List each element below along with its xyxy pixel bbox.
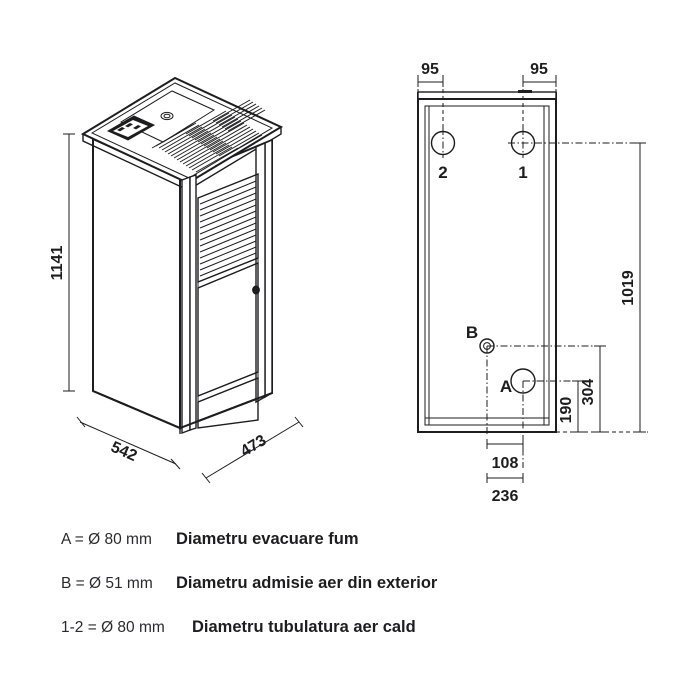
dimension-95-right: 95 (522, 61, 557, 131)
isometric-stove-view: 1141 542 473 (49, 76, 304, 484)
dim-542-tick-end (170, 458, 181, 470)
dim-95-right-label: 95 (530, 61, 548, 78)
dimension-108: 108 (486, 439, 524, 472)
door-frame-left-pillar (181, 175, 191, 435)
legend-row-1-2: 1-2 = Ø 80 mm Diametru tubulatura aer ca… (61, 618, 416, 636)
legend-code-b: B = Ø 51 mm (61, 575, 153, 592)
control-panel-display (113, 120, 148, 137)
port-a-label: A (500, 377, 512, 396)
stove-left-face (92, 137, 181, 430)
legend-row-a: A = Ø 80 mm Diametru evacuare fum (61, 530, 359, 548)
rear-top-plate (417, 91, 557, 100)
top-grille-frame (151, 123, 239, 173)
dimension-95-left: 95 (417, 61, 444, 131)
legend-desc-a: Diametru evacuare fum (176, 530, 359, 548)
dim-95-left-label: 95 (421, 61, 439, 78)
dim-236-label: 236 (492, 488, 519, 505)
dim-108-label: 108 (492, 455, 519, 472)
dimension-190: 190 (558, 380, 584, 433)
rear-elevation-view: 2 1 B A (417, 61, 648, 505)
dim-190-label: 190 (558, 397, 575, 424)
port-b-label: B (466, 323, 478, 342)
rear-top-tab (518, 90, 532, 93)
door-frame-right-pillar (264, 138, 273, 399)
legend-row-b: B = Ø 51 mm Diametru admisie aer din ext… (61, 574, 438, 592)
hopper-lid-knob-inner-icon (163, 113, 171, 119)
legend-code-1-2: 1-2 = Ø 80 mm (61, 619, 165, 636)
dim-1019-label: 1019 (620, 270, 637, 306)
dimension-236: 236 (486, 473, 524, 505)
dimension-1141: 1141 (49, 133, 75, 392)
top-plate-edge-right (187, 127, 282, 191)
door-handle-icon[interactable] (252, 285, 260, 295)
legend-desc-b: Diametru admisie aer din exterior (176, 574, 438, 592)
dim-473-tick-start (201, 472, 211, 484)
dim-304-label: 304 (580, 379, 597, 406)
dimension-304: 304 (580, 345, 606, 433)
hopper-lid-knob-icon (160, 111, 174, 121)
port-1-label: 1 (518, 163, 527, 182)
dim-473-line (205, 421, 300, 479)
dim-1141-label: 1141 (49, 246, 66, 281)
dim-542-line (79, 421, 177, 465)
lower-front-panel (197, 376, 259, 429)
legend-code-a: A = Ø 80 mm (61, 531, 152, 548)
front-upper-grille-louvers (199, 180, 257, 277)
top-plate-bevel (90, 82, 274, 179)
dim-542-tick-start (76, 416, 86, 428)
legend-block: A = Ø 80 mm Diametru evacuare fum B = Ø … (61, 530, 438, 636)
port-2-label: 2 (438, 163, 447, 182)
door-frame-left-inner (189, 174, 197, 431)
legend-desc-1-2: Diametru tubulatura aer cald (192, 618, 416, 636)
hopper-lid-panel (119, 90, 216, 143)
control-panel-buttons[interactable] (117, 123, 141, 132)
port-a-circle (510, 368, 536, 394)
rear-inner-panel (424, 105, 550, 426)
dim-473-tick-end (294, 416, 304, 428)
